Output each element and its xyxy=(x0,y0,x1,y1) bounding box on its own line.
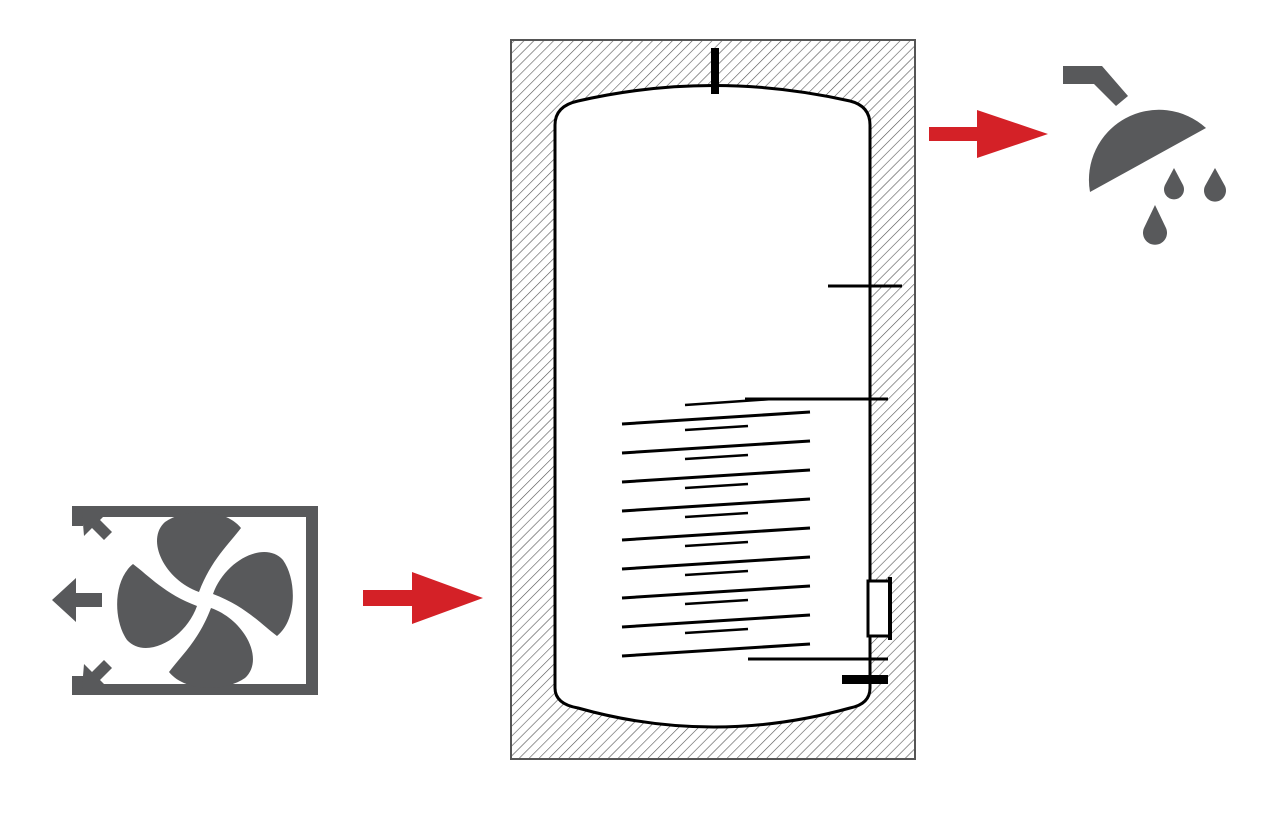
exhaust-arrow-up-left-icon xyxy=(82,512,112,540)
fan-blade xyxy=(169,608,253,688)
heat-exchanger-coil xyxy=(621,397,811,658)
exhaust-arrow-left-icon xyxy=(52,578,102,622)
coil-segment xyxy=(621,468,811,484)
coil-segment xyxy=(684,453,749,461)
flange-box xyxy=(866,579,892,638)
tank-vessel xyxy=(553,84,872,729)
coil-segment xyxy=(684,540,749,548)
coil-segment xyxy=(684,627,749,635)
fan-housing-left-bottom xyxy=(72,676,83,695)
coil-segment xyxy=(621,642,811,658)
storage-tank xyxy=(510,39,916,760)
coil-segment xyxy=(621,410,811,426)
coil-segment xyxy=(621,555,811,571)
heat-pump-unit xyxy=(52,506,318,695)
coil-segment xyxy=(621,439,811,455)
shower-pipe xyxy=(1063,66,1128,106)
fan-housing-left-top xyxy=(72,506,83,526)
water-drop-icon xyxy=(1164,168,1184,200)
fan-blade xyxy=(157,512,241,592)
shower-head xyxy=(1088,109,1206,192)
flow-arrow-to-tank-icon xyxy=(363,572,483,624)
coil-segment xyxy=(621,497,811,513)
flow-arrow-to-shower-icon xyxy=(929,110,1048,158)
fan-blade xyxy=(213,552,293,636)
coil-segment xyxy=(684,482,749,490)
water-drop-icon xyxy=(1204,168,1227,202)
water-drop-icon xyxy=(1143,205,1167,245)
hot-water-outlet-pipe xyxy=(711,48,719,94)
shower-icon xyxy=(1063,66,1227,245)
cold-water-inlet xyxy=(842,675,888,684)
exhaust-arrow-down-left-icon xyxy=(82,660,112,688)
coil-segment xyxy=(684,511,749,519)
coil-segment xyxy=(684,598,749,606)
fan-hub xyxy=(200,595,210,605)
coil-segment xyxy=(684,424,749,432)
fan-icon xyxy=(117,512,293,688)
coil-segment xyxy=(684,397,773,407)
fan-blade xyxy=(117,564,197,648)
coil-segment xyxy=(621,526,811,542)
coil-segment xyxy=(684,569,749,577)
coil-segment xyxy=(621,613,811,629)
coil-segment xyxy=(621,584,811,600)
